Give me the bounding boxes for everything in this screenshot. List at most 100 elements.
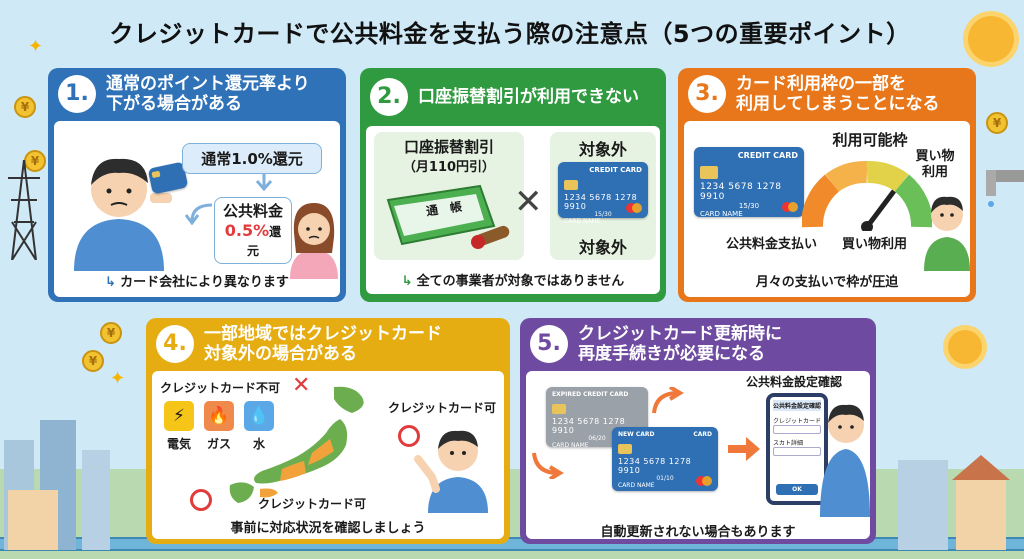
arrow-right-icon [728, 436, 760, 461]
phone-screen: 公共料金設定確認 クレジットカード スカト詳細 OK [770, 396, 824, 501]
point-3-title-line2: 利用してしまうことになる [736, 94, 940, 115]
point-1-title-line2: 下がる場合がある [106, 94, 242, 115]
normal-rate-bubble: 通常1.0%還元 [182, 142, 322, 174]
accepted-circle-icon [190, 488, 212, 511]
yen-coin-icon: ¥ [100, 322, 122, 344]
point-2-panel: 2. 口座振替割引が利用できない 口座振替割引 （月110円引） 通 帳 ✕ 対… [360, 68, 666, 302]
thinking-man-icon [924, 196, 970, 271]
phone-field-1-input[interactable] [773, 424, 821, 434]
point-3-header: 3. カード利用枠の一部を 利用してしまうことになる [678, 68, 976, 121]
yen-coin-icon: ¥ [82, 350, 104, 372]
accepted-circle-icon [398, 424, 420, 447]
utility-label-2: 水 [252, 436, 265, 451]
faucet-icon [986, 170, 1024, 207]
lightning-icon: ⚡ [164, 400, 194, 431]
point-2-title: 口座振替割引が利用できない [418, 86, 639, 107]
point-4-footer: 事前に対応状況を確認しましょう [230, 520, 426, 536]
point-3-body: CREDIT CARD 1234 5678 1278 9910 15/30 CA… [684, 120, 970, 297]
point-4-title-line2: 対象外の場合がある [204, 344, 357, 365]
pointing-man-icon [414, 430, 488, 513]
card-brand-logo [626, 203, 642, 213]
city-buildings-icon [4, 420, 110, 550]
confused-man-icon [820, 404, 870, 517]
point-3-number: 3. [688, 75, 726, 114]
worried-woman-icon [290, 202, 338, 279]
available-limit-label: 利用可能枠 [832, 130, 908, 149]
card-not-accepted-label: クレジットカード不可 [160, 380, 281, 395]
point-2-body: 口座振替割引 （月110円引） 通 帳 ✕ 対象外 CREDIT CARD 12… [366, 126, 660, 294]
point-2-header: 2. 口座振替割引が利用できない [360, 68, 666, 126]
flame-icon: 🔥 [204, 400, 234, 431]
point-2-footer: ↳全ての事業者が対象ではありません [401, 274, 625, 289]
discount-label-line2: （月110円引） [402, 160, 496, 175]
utility-label-1: ガス [206, 436, 231, 451]
utility-rate-value: 0.5% [224, 220, 270, 240]
card-brand-logo [782, 201, 798, 212]
card-accepted-label-bottom: クレジットカード可 [258, 496, 367, 511]
point-1-header: 1. 通常のポイント還元率より 下がる場合がある [48, 68, 346, 121]
phone-field-2-input[interactable] [773, 446, 821, 456]
credit-card-icon: CREDIT CARD 1234 5678 1278 9910 15/30 CA… [558, 162, 648, 225]
point-1-panel: 1. 通常のポイント還元率より 下がる場合がある 通常1.0%還元 公共料金 0… [48, 68, 346, 302]
utility-label: 公共料金 [223, 201, 284, 220]
water-drop-icon: 💧 [244, 400, 274, 431]
phone-field-1-label: クレジットカード [773, 417, 822, 425]
arrow-right-icon: ↳ [105, 274, 117, 290]
curved-arrow-icon [184, 203, 213, 225]
point-1-footer: ↳カード会社により異なります [105, 274, 289, 290]
point-3-footer: 月々の支払いで枠が圧迫 [755, 274, 899, 290]
point-4-panel: 4. 一部地域ではクレジットカード 対象外の場合がある クレジットカード不可 ✕… [146, 318, 510, 544]
point-3-panel: 3. カード利用枠の一部を 利用してしまうことになる CREDIT CARD 1… [678, 68, 976, 302]
arrow-right-icon: ↳ [401, 274, 413, 289]
arrow-down-icon [255, 172, 273, 192]
x-mark-icon: ✕ [292, 372, 311, 398]
houses-icon [898, 455, 1010, 550]
sparkle-icon: ✦ [110, 368, 126, 389]
x-mark-icon: ✕ [514, 182, 543, 222]
excluded-label-top: 対象外 [578, 140, 627, 159]
credit-card-icon: CREDIT CARD 1234 5678 1278 9910 15/30 CA… [694, 146, 804, 218]
japan-map-icon [229, 386, 364, 503]
phone-ok-button[interactable]: OK [776, 483, 818, 495]
phone-field-2-label: スカト詳細 [773, 439, 804, 447]
yen-coin-icon: ¥ [14, 96, 36, 118]
point-5-body: EXPIRED CREDIT CARD 1234 5678 1278 9910 … [526, 370, 870, 540]
gauge-meter-icon [802, 160, 932, 231]
yen-coin-icon: ¥ [986, 112, 1008, 134]
curved-arrow-icon [532, 452, 564, 479]
point-3-title-line1: カード利用枠の一部を [736, 74, 906, 94]
card-accepted-label-top: クレジットカード可 [388, 400, 497, 415]
point-1-body: 通常1.0%還元 公共料金 0.5%還元 ↳カード会社により異なります [54, 120, 340, 297]
confirm-settings-label: 公共料金設定確認 [746, 374, 843, 389]
point-4-number: 4. [156, 325, 194, 364]
point-5-footer: 自動更新されない場合もあります [600, 524, 796, 540]
point-5-title-line1: クレジットカード更新時に [578, 324, 782, 344]
sun-icon [948, 330, 982, 364]
point-5-panel: 5. クレジットカード更新時に 再度手続きが必要になる EXPIRED CRED… [520, 318, 876, 544]
point-4-title-line1: 一部地域ではクレジットカード [204, 324, 442, 344]
point-4-body: クレジットカード不可 ✕ ⚡ 電気 🔥 ガス 💧 水 クレジットカード可 クレジットカード… [152, 370, 504, 539]
power-tower-icon [8, 160, 40, 260]
discount-label-line1: 口座振替割引 [403, 138, 494, 156]
utility-label-0: 電気 [166, 436, 191, 451]
point-1-number: 1. [58, 75, 96, 114]
point-5-title-line2: 再度手続きが必要になる [578, 344, 765, 365]
point-1-title-line1: 通常のポイント還元率より [106, 74, 310, 94]
shopping-use-label: 買い物利用 [842, 236, 908, 252]
point-5-header: 5. クレジットカード更新時に 再度手続きが必要になる [520, 318, 876, 371]
shopping-label: 買い物 利用 [915, 148, 955, 181]
utility-payment-label: 公共料金支払い [726, 236, 818, 252]
utility-rate-bubble: 公共料金 0.5%還元 [214, 196, 292, 265]
sun-icon [968, 16, 1014, 62]
utility-rate-suffix: 還元 [246, 224, 282, 258]
smartphone-icon: 公共料金設定確認 クレジットカード スカト詳細 OK [766, 392, 828, 505]
point-2-number: 2. [370, 78, 408, 116]
phone-header: 公共料金設定確認 [773, 399, 821, 411]
card-brand-logo [696, 475, 712, 486]
point-5-number: 5. [530, 325, 568, 364]
excluded-label-bottom: 対象外 [578, 238, 627, 257]
worried-man-icon [74, 158, 172, 271]
passbook-icon [386, 184, 510, 249]
sparkle-icon: ✦ [28, 36, 44, 57]
